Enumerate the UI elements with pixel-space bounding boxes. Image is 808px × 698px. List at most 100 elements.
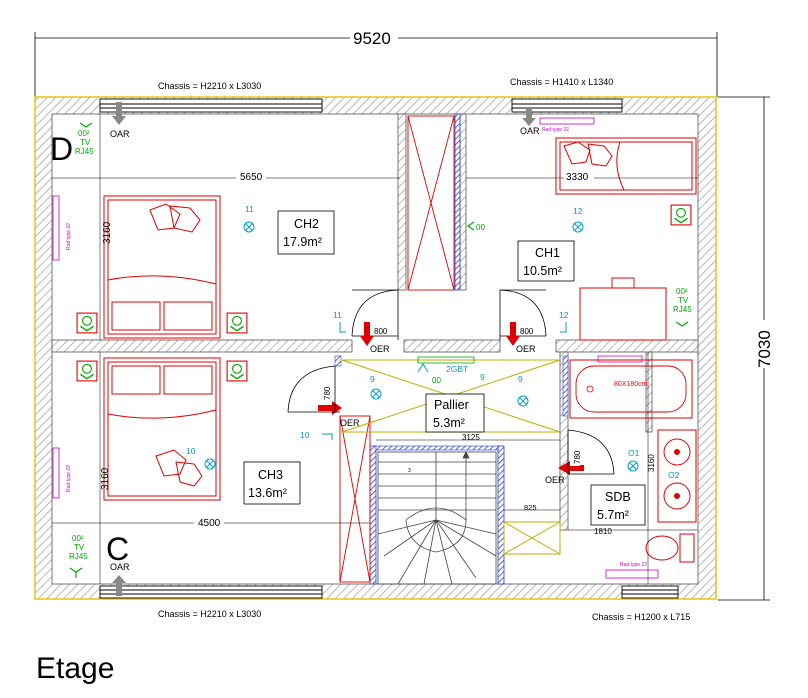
- oer-label-ch1: OER: [516, 344, 536, 354]
- ch3-tv-outlet: 00²: [72, 534, 84, 543]
- room-pallier: Pallier 5.3m²: [425, 393, 485, 433]
- page-title: Etage: [36, 652, 114, 685]
- ch1-switch-number: 12: [559, 310, 569, 320]
- room-sdb-area: 5.7m²: [597, 508, 629, 522]
- ch1-switch-icon: [560, 322, 567, 333]
- ch3-bed: [103, 357, 221, 501]
- room-pallier-area: 5.3m²: [433, 416, 465, 430]
- sdb-height-dim: 3160: [647, 454, 656, 472]
- ch2-tv-label: TV: [80, 138, 91, 147]
- window-label-bottom-left: Chassis = H2210 x L3030: [158, 609, 261, 619]
- total-width-label: 9520: [353, 29, 391, 48]
- ch1-desk: [579, 277, 667, 341]
- ch2-switch-icon: [339, 322, 346, 333]
- ch1-door-width: 800: [520, 327, 534, 336]
- sdb-bathtub: 80X180cm: [569, 355, 693, 419]
- room-ch1: CH1 10.5m²: [517, 240, 575, 282]
- closet-ch3: [339, 415, 371, 583]
- sdb-switch-o2: O2: [668, 470, 680, 480]
- ch3-radiator: Rad type 22: [52, 447, 72, 499]
- ch3-door-width: 780: [323, 386, 332, 400]
- room-ch3-area: 13.6m²: [248, 486, 287, 500]
- sdb-door: 780: [567, 429, 615, 475]
- letter-d: D: [50, 131, 73, 167]
- ch1-rj45-label: RJ45: [673, 305, 692, 314]
- ch3-radiator-label: Rad type 22: [66, 465, 72, 492]
- letter-c: C: [106, 531, 129, 567]
- ch1-tv-label: TV: [678, 296, 689, 305]
- ch2-tv-outlet: 00²: [78, 129, 90, 138]
- room-ch3-name: CH3: [258, 468, 283, 482]
- oer-label-ch2: OER: [370, 344, 390, 354]
- ch1-radiator: Rad type 22: [539, 117, 595, 133]
- ch2-door: 800: [351, 289, 399, 340]
- pallier-panel-label: 2GBT: [446, 364, 468, 374]
- ch1-radiator-label: Rad type 22: [542, 127, 569, 133]
- interior-walls: [51, 113, 699, 531]
- windows: [99, 98, 679, 599]
- ch2-door-width: 800: [374, 327, 388, 336]
- sdb-sinks: [657, 429, 697, 523]
- window-label-top-right: Chassis = H1410 x L1340: [510, 77, 613, 87]
- oar-label-top-left: OAR: [110, 129, 130, 139]
- sdb-radiator-label: Rad type 22: [620, 562, 647, 568]
- sdb-switch-o1: O1: [628, 448, 640, 458]
- room-ch1-area: 10.5m²: [523, 264, 562, 278]
- room-ch2-area: 17.9m²: [283, 235, 322, 249]
- room-pallier-name: Pallier: [434, 398, 469, 412]
- sdb-bathtub-label: 80X180cm: [614, 381, 648, 388]
- ch3-tv-socket: 00² TV RJ45: [69, 534, 88, 578]
- ch3-lamp-number: 10: [186, 446, 196, 456]
- ch3-height-dim: 3160: [100, 467, 111, 490]
- ch2-bed: [103, 195, 221, 339]
- ch3-switch-number: 10: [300, 430, 310, 440]
- oer-label-sdb: OER: [545, 475, 565, 485]
- oer-label-ch3: OER: [340, 418, 360, 428]
- ch1-bed: [555, 137, 697, 195]
- pallier-lamp-right-number: 9: [518, 374, 523, 384]
- window-label-bottom-right: Chassis = H1200 x L715: [592, 612, 690, 622]
- ch2-width-dim: 5650: [240, 172, 263, 183]
- stair-step-label: 3: [408, 468, 411, 474]
- ch1-tv-socket: 00² TV RJ45: [673, 287, 692, 327]
- ch3-tv-label: TV: [74, 543, 85, 552]
- ch2-height-dim: 3160: [102, 221, 113, 244]
- blue-partitions: [334, 113, 569, 585]
- ch1-lamp-number: 12: [573, 206, 583, 216]
- ch1-door: 800: [499, 289, 547, 340]
- sdb-1810-dim: 1810: [594, 527, 612, 536]
- ch1-closet-socket-icon: [466, 221, 475, 231]
- ch3-rj45-label: RJ45: [69, 552, 88, 561]
- closet: [407, 115, 455, 291]
- ch3-door: 780: [287, 365, 340, 413]
- pallier-socket: 00: [432, 376, 441, 385]
- total-height-label: 7030: [755, 330, 774, 368]
- room-ch2: CH2 17.9m²: [277, 210, 335, 255]
- ch3-switch-icon: [322, 433, 333, 440]
- ch1-closet-socket: 00: [476, 223, 485, 232]
- room-sdb-name: SDB: [605, 490, 631, 504]
- ch2-tv-socket: 00² TV RJ45: [75, 122, 94, 156]
- oar-vents: OAR OAR OAR: [110, 102, 540, 596]
- ch2-rj45-label: RJ45: [75, 147, 94, 156]
- ch1-width-dim: 3330: [566, 172, 589, 183]
- sdb-door-width: 780: [573, 450, 582, 464]
- staircase: [377, 451, 497, 585]
- oar-label-top-right: OAR: [520, 126, 540, 136]
- stair-825-dim: 825: [524, 503, 537, 512]
- room-sdb: SDB 5.7m²: [590, 484, 646, 526]
- room-ch2-name: CH2: [294, 217, 319, 231]
- oer-vents: OER OER OER OER: [318, 322, 584, 485]
- ch2-radiator: Rad type 22: [52, 195, 72, 261]
- room-ch3: CH3 13.6m²: [243, 461, 301, 505]
- sdb-radiator: Rad type 22: [605, 562, 659, 579]
- ch2-radiator-label: Rad type 22: [66, 223, 72, 250]
- ch1-tv-outlet: 00²: [676, 287, 688, 296]
- sdb-toilet: [645, 533, 695, 563]
- ch3-width-dim: 4500: [198, 518, 221, 529]
- pallier-lamp-left-number: 9: [370, 374, 375, 384]
- ch2-lamp-number: 11: [245, 204, 254, 214]
- overall-dimensions: 9520 7030: [34, 29, 774, 601]
- oar-label-bottom-left: OAR: [110, 562, 130, 572]
- ch2-switch-number: 11: [333, 310, 342, 320]
